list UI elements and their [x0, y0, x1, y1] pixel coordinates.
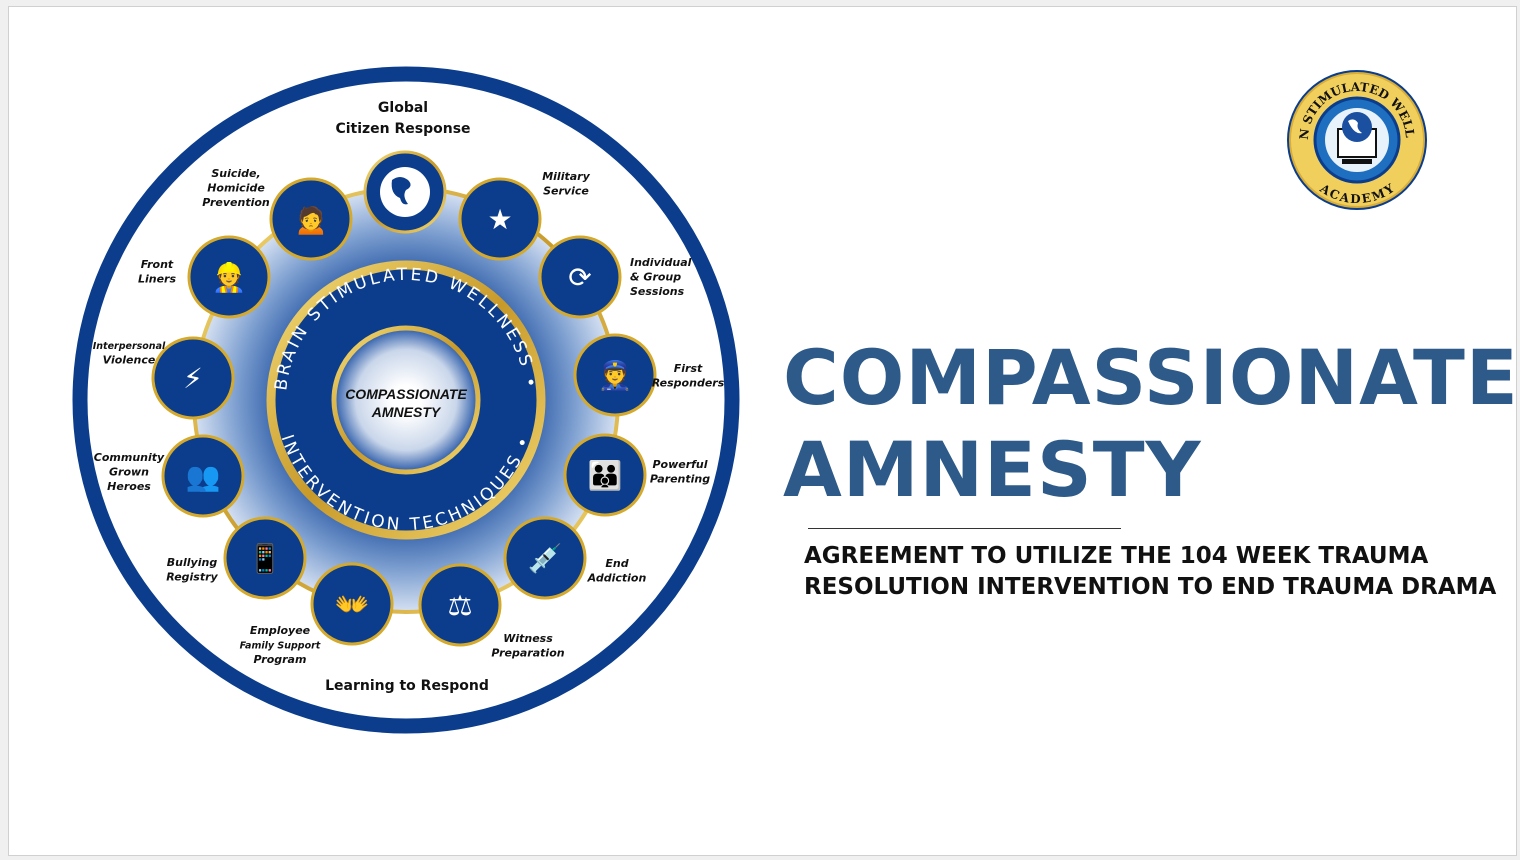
node-label: Prevention [202, 196, 270, 209]
node-circle [573, 333, 657, 417]
node-label: Violence [103, 354, 156, 367]
node-circle [418, 563, 502, 647]
node-label: Grown [109, 466, 149, 479]
subtitle-line-2: RESOLUTION INTERVENTION TO END TRAUMA DR… [804, 574, 1497, 600]
node-circle [223, 516, 307, 600]
node-label: Interpersonal [93, 341, 166, 352]
center-circle [331, 325, 481, 475]
hands-family-icon: 👐 [335, 588, 370, 621]
node-label: Heroes [107, 480, 151, 493]
top-label-1: Global [378, 100, 428, 116]
node-label: End [605, 557, 628, 570]
bottom-label: Learning to Respond [325, 678, 489, 694]
divider [808, 528, 1121, 529]
center-line-2: AMNESTY [371, 404, 442, 420]
workers-icon: 👷 [212, 261, 247, 294]
head-syringe-icon: 💉 [528, 542, 563, 575]
center-line-1: COMPASSIONATE [345, 386, 467, 402]
node-label: Individual [630, 256, 692, 269]
node-circle [503, 516, 587, 600]
distressed-person-icon: 🙍 [294, 203, 329, 236]
node-circle [269, 177, 353, 261]
node-label: Family Support [240, 641, 321, 652]
top-label-2: Citizen Response [335, 121, 470, 137]
star-wings-icon: ★ [487, 203, 512, 236]
node-label: Liners [138, 273, 176, 286]
node-label: Powerful [652, 458, 707, 471]
node-label: Employee [250, 624, 311, 637]
node-circle [538, 235, 622, 319]
node-label: Suicide, [211, 167, 260, 180]
node-label: Preparation [491, 647, 564, 660]
node-circle [563, 433, 647, 517]
node-circle [187, 235, 271, 319]
node-label: Community [94, 451, 165, 464]
node-label: Military [542, 170, 590, 183]
node-label: Homicide [207, 182, 265, 195]
node-label: Bullying [167, 556, 218, 569]
node-label: Responders [652, 377, 725, 390]
academy-logo: BRAIN STIMULATED WELLNESS ACADEMY [1286, 69, 1427, 210]
node-circle [458, 177, 542, 261]
group-session-icon: ⟳ [568, 261, 591, 294]
globe-icon [380, 167, 430, 217]
node-label: Registry [166, 571, 218, 584]
first-responders-icon: 👮 [598, 358, 633, 392]
title-line-1: COMPASSIONATE [783, 333, 1519, 422]
conflict-people-icon: ⚡ [183, 362, 203, 395]
bully-phone-icon: 📱 [248, 542, 283, 575]
title-line-2: AMNESTY [783, 425, 1202, 514]
subtitle: AGREEMENT TO UTILIZE THE 104 WEEK TRAUMA… [804, 541, 1496, 603]
node-label: Front [141, 258, 174, 271]
community-icon: 👥 [186, 460, 221, 493]
parent-child-icon: 👪 [588, 459, 623, 492]
node-circle [151, 336, 235, 420]
node-label: Program [254, 653, 307, 666]
node-label: Parenting [650, 473, 710, 486]
node-label: First [674, 362, 703, 375]
subtitle-line-1: AGREEMENT TO UTILIZE THE 104 WEEK TRAUMA [804, 543, 1429, 569]
node-circle [310, 562, 394, 646]
node-label: & Group [630, 271, 681, 284]
wellness-diagram: BRAIN STIMULATED WELLNESS • INTERVENTION… [72, 66, 740, 734]
node-label: Sessions [630, 285, 685, 298]
node-label: Service [543, 185, 589, 198]
globe-node [363, 150, 447, 234]
node-label: Witness [503, 632, 553, 645]
node-label: Addiction [587, 572, 647, 585]
node-circle [161, 434, 245, 518]
gavel-icon: ⚖ [447, 589, 472, 622]
